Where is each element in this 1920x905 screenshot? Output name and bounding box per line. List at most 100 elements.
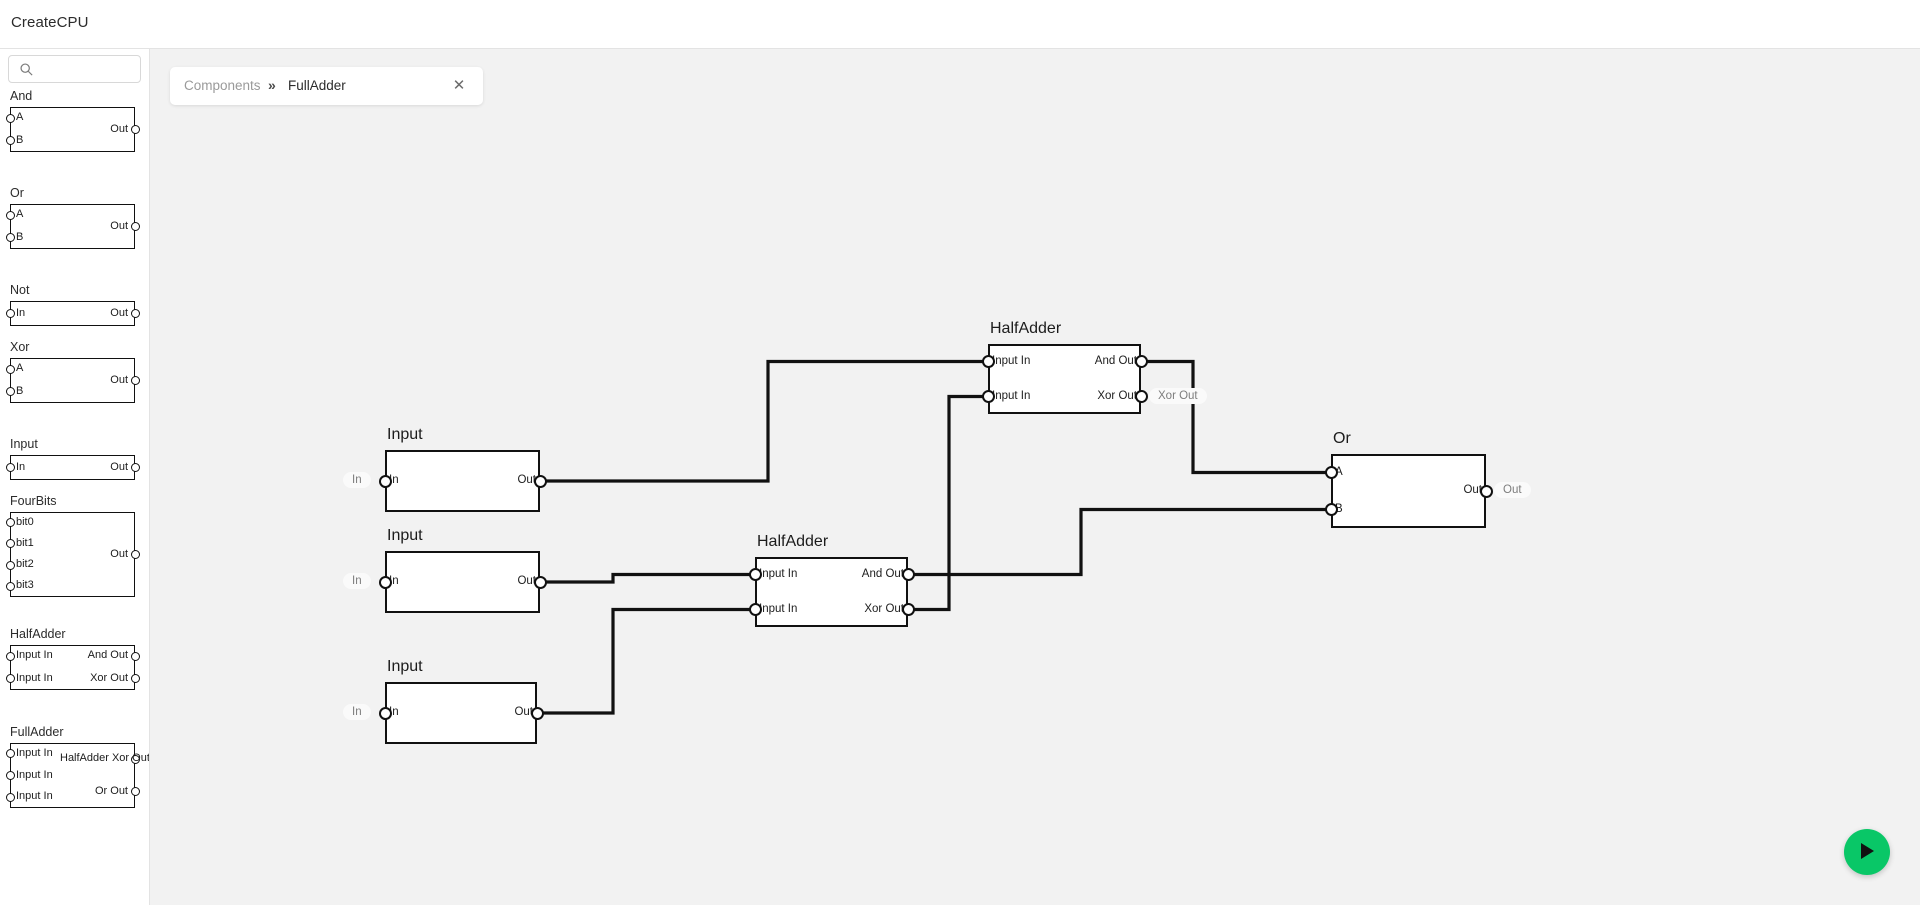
canvas-node-body[interactable] [385, 682, 537, 744]
search-box[interactable] [8, 55, 141, 83]
palette-input-pin[interactable] [5, 309, 15, 318]
node-output-pin[interactable] [530, 706, 544, 720]
node-output-pin[interactable] [901, 568, 915, 581]
palette-input-pin-label: bit0 [16, 515, 34, 528]
node-input-pin[interactable] [748, 568, 762, 581]
node-left-pill-label[interactable]: In [343, 472, 371, 488]
wire-input2-out-to-halfadder2-input-in-1[interactable] [540, 572, 755, 584]
palette-input-pin[interactable] [5, 364, 15, 374]
node-input-pin[interactable] [1324, 503, 1338, 516]
palette-input-pin[interactable] [5, 771, 15, 780]
palette-output-pin[interactable] [130, 651, 140, 661]
palette-output-pin[interactable] [130, 125, 140, 134]
node-output-pin[interactable] [1134, 390, 1148, 403]
palette-output-pin[interactable] [130, 754, 140, 764]
palette-item-body[interactable] [10, 512, 135, 597]
palette-item-body[interactable] [10, 301, 135, 326]
canvas-node-title: Input [387, 426, 423, 443]
run-simulation-button[interactable] [1844, 829, 1890, 875]
palette-input-pin[interactable] [5, 210, 15, 220]
node-input-pin[interactable] [378, 706, 392, 720]
canvas-node-body[interactable] [1331, 454, 1486, 528]
palette-input-pin[interactable] [5, 674, 15, 684]
palette-output-pin[interactable] [130, 376, 140, 385]
palette-item-body[interactable] [10, 743, 135, 808]
node-output-pin[interactable] [533, 575, 547, 589]
palette-input-pin[interactable] [5, 560, 15, 570]
wire-input1-out-to-halfadder1-input-in-1[interactable] [540, 359, 988, 483]
node-input-pin-label: Input In [759, 602, 798, 615]
search-icon [20, 63, 33, 76]
palette-output-pin[interactable] [130, 550, 140, 559]
node-left-pill-label[interactable]: In [343, 573, 371, 589]
canvas-node-body[interactable] [385, 551, 540, 613]
node-input-pin[interactable] [378, 575, 392, 589]
palette-item-body[interactable] [10, 358, 135, 403]
palette-output-pin[interactable] [130, 463, 140, 472]
canvas-node-body[interactable] [988, 344, 1141, 414]
palette-input-pin[interactable] [5, 792, 15, 802]
node-output-pin-label: Xor Out [864, 602, 904, 615]
palette-input-pin[interactable] [5, 233, 15, 243]
palette-item-body[interactable] [10, 455, 135, 480]
close-icon[interactable]: ✕ [452, 77, 466, 94]
palette-input-pin[interactable] [5, 387, 15, 397]
node-left-pill-label[interactable]: In [343, 704, 371, 720]
search-input[interactable] [39, 56, 137, 82]
node-output-pin[interactable] [533, 474, 547, 488]
breadcrumb-root[interactable]: Components [184, 78, 261, 93]
node-input-pin[interactable] [378, 474, 392, 488]
palette-output-pin-label: Xor Out [90, 671, 128, 684]
wire-halfadder2-and-out-to-or-b[interactable] [908, 507, 1331, 577]
palette-output-pin[interactable] [130, 222, 140, 231]
node-output-pin[interactable] [1479, 484, 1493, 498]
palette-output-pin-label: Or Out [94, 784, 128, 797]
palette-input-pin[interactable] [5, 518, 15, 528]
palette-input-pin[interactable] [5, 539, 15, 549]
palette-output-pin[interactable] [130, 674, 140, 684]
palette-item-label: FourBits [10, 494, 57, 508]
palette-input-pin-label: B [16, 133, 24, 146]
palette-input-pin[interactable] [5, 581, 15, 591]
palette-output-pin[interactable] [130, 309, 140, 318]
canvas-node-body[interactable] [755, 557, 908, 627]
node-input-pin[interactable] [981, 390, 995, 403]
node-right-pill-label[interactable]: Out [1494, 482, 1531, 498]
palette-input-pin[interactable] [5, 651, 15, 661]
wire-halfadder1-and-out-to-or-a[interactable] [1141, 359, 1331, 475]
node-output-pin[interactable] [901, 603, 915, 616]
tab-fulladder[interactable]: Components » FullAdder ✕ [170, 67, 483, 105]
wire-input3-out-to-halfadder2-input-in-2[interactable] [537, 607, 755, 715]
palette-input-pin[interactable] [5, 136, 15, 146]
palette-input-pin[interactable] [5, 113, 15, 123]
wire-halfadder2-xor-out-to-halfadder1-input-in-2[interactable] [908, 394, 988, 612]
canvas-node-body[interactable] [385, 450, 540, 512]
palette-output-pin[interactable] [130, 787, 140, 797]
palette-item-body[interactable] [10, 204, 135, 249]
top-bar: CreateCPU [0, 0, 1920, 49]
node-right-pill-label[interactable]: Xor Out [1149, 387, 1207, 404]
node-input-pin[interactable] [981, 355, 995, 368]
palette-input-pin[interactable] [5, 463, 15, 472]
node-input-pin[interactable] [748, 603, 762, 616]
palette-input-pin[interactable] [5, 749, 15, 759]
node-input-pin[interactable] [1324, 466, 1338, 479]
node-output-pin[interactable] [1134, 355, 1148, 368]
palette-item-body[interactable] [10, 645, 135, 690]
palette-output-pin-label: Out [110, 373, 128, 386]
